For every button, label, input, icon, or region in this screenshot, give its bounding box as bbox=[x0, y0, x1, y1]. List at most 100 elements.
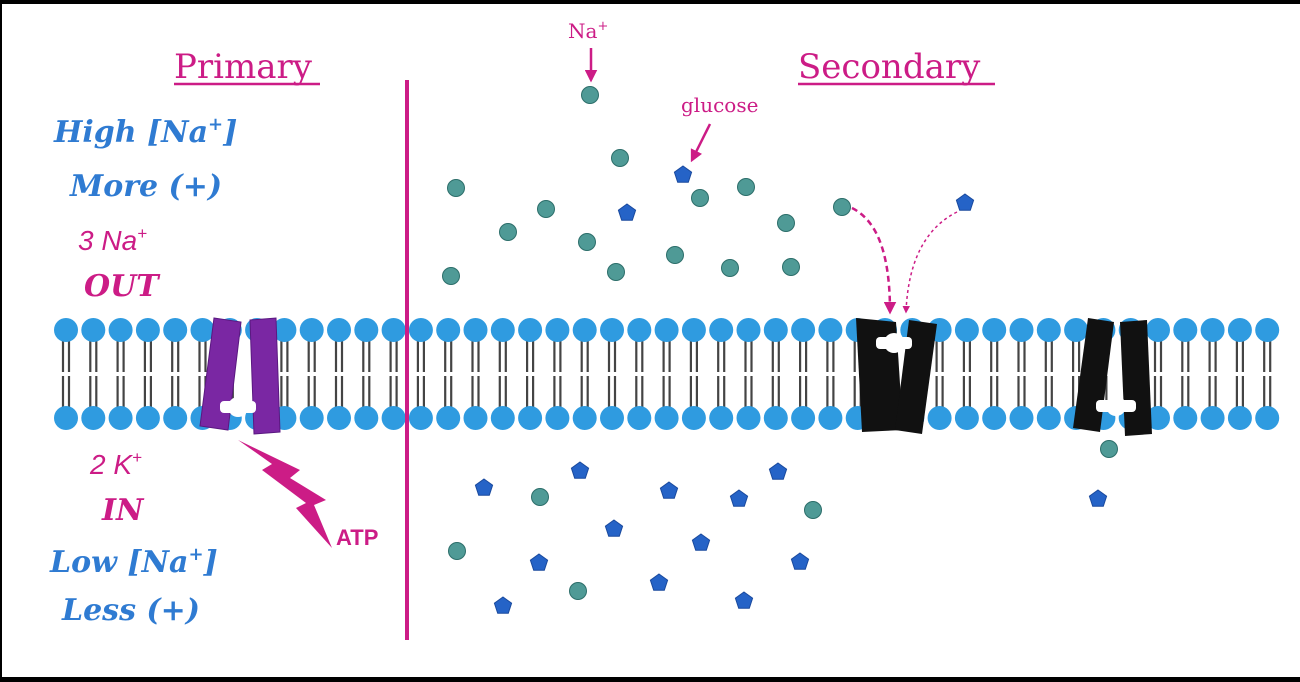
label-three-na: 3 Na+ bbox=[78, 224, 147, 256]
heading-primary: Primary bbox=[174, 47, 313, 87]
phospholipid-icon bbox=[545, 318, 570, 342]
phospholipid-icon bbox=[654, 406, 679, 430]
atp-lightning-icon bbox=[238, 440, 332, 548]
glucose-pentagon-icon bbox=[474, 478, 494, 496]
heading-secondary: Secondary bbox=[798, 47, 981, 87]
glucose-pentagon-icon bbox=[529, 553, 549, 571]
glucose-pentagon-icon bbox=[570, 461, 590, 479]
sodium-ion-icon bbox=[607, 263, 625, 281]
phospholipid-icon bbox=[436, 406, 461, 430]
phospholipid-icon bbox=[982, 318, 1007, 342]
atp-label: ATP bbox=[336, 525, 378, 550]
phospholipid-icon bbox=[709, 406, 734, 430]
sodium-ion-icon bbox=[737, 178, 755, 196]
sodium-ion-icon bbox=[448, 542, 466, 560]
phospholipid-icon bbox=[54, 406, 78, 430]
phospholipid-icon bbox=[600, 406, 624, 430]
label-two-k: 2 K+ bbox=[89, 448, 142, 480]
phospholipid-icon bbox=[736, 318, 761, 342]
label-less-positive: Less (+) bbox=[61, 593, 200, 628]
sodium-ion-icon bbox=[1100, 440, 1118, 458]
phospholipid-icon bbox=[436, 318, 461, 342]
label-low-na: Low [Na+] bbox=[49, 544, 218, 580]
phospholipid-icon bbox=[354, 406, 379, 430]
glucose-pentagon-icon bbox=[617, 203, 637, 221]
glucose-pentagon-icon bbox=[659, 481, 679, 499]
phospholipid-icon bbox=[272, 318, 297, 342]
sodium-potassium-pump-icon bbox=[199, 317, 281, 435]
phospholipid-icon bbox=[954, 406, 979, 430]
transporter-protein-icon bbox=[856, 318, 937, 434]
phospholipid-icon bbox=[518, 406, 543, 430]
sodium-ion-icon bbox=[531, 488, 549, 506]
phospholipid-icon bbox=[463, 318, 488, 342]
phospholipid-icon bbox=[1200, 406, 1225, 430]
glucose-entry-arrow bbox=[902, 211, 958, 314]
phospholipid-icon bbox=[1200, 318, 1225, 342]
phospholipid-icon bbox=[490, 318, 515, 342]
phospholipid-icon bbox=[327, 318, 351, 342]
phospholipid-icon bbox=[490, 406, 515, 430]
phospholipid-icon bbox=[163, 318, 188, 342]
glucose-pentagon-icon bbox=[673, 165, 693, 183]
phospholipid-icon bbox=[135, 406, 160, 430]
sodium-entry-arrow bbox=[851, 206, 897, 315]
glucose-pentagon-icon bbox=[493, 596, 513, 614]
phospholipid-icon bbox=[545, 406, 570, 430]
phospholipid-icon bbox=[654, 318, 679, 342]
na-annotation: Na+ bbox=[568, 19, 608, 43]
phospholipid-icon bbox=[818, 318, 843, 342]
sodium-ion-icon bbox=[777, 214, 795, 232]
phospholipid-icon bbox=[1009, 406, 1034, 430]
phospholipid-icon bbox=[81, 318, 106, 342]
label-more-positive: More (+) bbox=[69, 169, 222, 204]
phospholipid-icon bbox=[1064, 318, 1089, 342]
phospholipid-icon bbox=[1036, 318, 1061, 342]
sodium-ion-icon bbox=[666, 246, 684, 264]
phospholipid-icon bbox=[982, 406, 1007, 430]
phospholipid-icon bbox=[108, 318, 133, 342]
phospholipid-icon bbox=[572, 318, 597, 342]
transporter-protein-icon bbox=[1073, 318, 1152, 436]
phospholipid-icon bbox=[681, 406, 706, 430]
glucose-pentagon-icon bbox=[955, 193, 975, 211]
sodium-ion-icon bbox=[691, 189, 709, 207]
phospholipid-icon bbox=[681, 318, 706, 342]
phospholipid-icon bbox=[1173, 406, 1198, 430]
glucose-pentagon-icon bbox=[649, 573, 669, 591]
glucose-arrow bbox=[690, 123, 712, 163]
phospholipid-icon bbox=[736, 406, 761, 430]
phospholipid-icon bbox=[709, 318, 734, 342]
sodium-ion-icon bbox=[721, 259, 739, 277]
glucose-pentagon-icon bbox=[1088, 489, 1108, 507]
phospholipid-icon bbox=[791, 406, 816, 430]
phospholipid-icon bbox=[600, 318, 624, 342]
sodium-ion-icon bbox=[804, 501, 822, 519]
phospholipid-icon bbox=[408, 318, 433, 342]
phospholipid-icon bbox=[299, 406, 324, 430]
phospholipid-icon bbox=[408, 406, 433, 430]
phospholipid-icon bbox=[1227, 406, 1252, 430]
glucose-pentagon-icon bbox=[729, 489, 749, 507]
glucose-pentagon-icon bbox=[691, 533, 711, 551]
phospholipid-icon bbox=[1173, 318, 1198, 342]
phospholipid-icon bbox=[354, 318, 379, 342]
glucose-pentagon-icon bbox=[734, 591, 754, 609]
phospholipid-icon bbox=[791, 318, 816, 342]
phospholipid-icon bbox=[327, 406, 351, 430]
phospholipid-icon bbox=[1146, 318, 1170, 342]
phospholipid-icon bbox=[135, 318, 160, 342]
phospholipid-icon bbox=[163, 406, 188, 430]
phospholipid-icon bbox=[818, 406, 843, 430]
phospholipid-icon bbox=[1036, 406, 1061, 430]
sodium-ion-icon bbox=[833, 198, 851, 216]
phospholipid-icon bbox=[463, 406, 488, 430]
sodium-ion-icon bbox=[578, 233, 596, 251]
phospholipid-icon bbox=[927, 406, 952, 430]
sodium-ion-icon bbox=[499, 223, 517, 241]
phospholipid-icon bbox=[81, 406, 106, 430]
phospholipid-icon bbox=[518, 318, 543, 342]
phospholipid-icon bbox=[627, 318, 652, 342]
